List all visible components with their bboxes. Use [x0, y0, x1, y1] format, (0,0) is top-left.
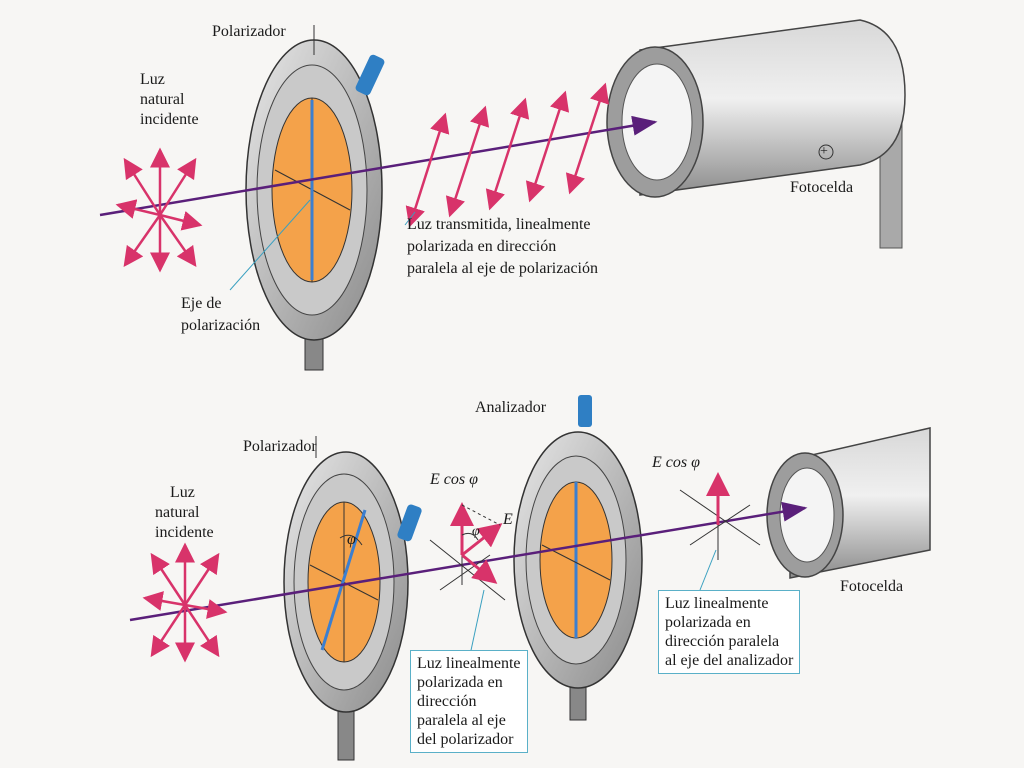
top-photocell-label: Fotocelda [790, 179, 854, 196]
e-vector-arrow [461, 523, 503, 557]
top-axis-label-2: polarización [181, 317, 261, 334]
top-polarizer-disk [245, 25, 385, 371]
bottom-incident-light-label-2: natural [155, 504, 200, 521]
bottom-light-beam [129, 501, 808, 622]
top-transmitted-label-3: paralela al eje de polarización [407, 260, 598, 277]
analyzer-label: Analizador [475, 399, 547, 416]
bottom-after-polarizer-leader [469, 589, 485, 656]
bottom-after-analyzer-leader [699, 549, 717, 591]
top-unpolarized-light-icon [115, 147, 203, 273]
bottom-polarizer-label: Polarizador [243, 438, 317, 455]
mid-phi-arc-icon [461, 532, 479, 541]
mid-phi-symbol: φ [472, 524, 480, 539]
top-photocell-opening [621, 63, 693, 181]
after-analyzer-line-2: polarizada en [665, 614, 751, 631]
bottom-incident-light-label-3: incidente [155, 524, 214, 541]
after-analyzer-callout: Luz linealmente polarizada en dirección … [658, 590, 801, 674]
analyzer-disk [513, 395, 643, 721]
mid-axis-line-1 [429, 539, 506, 601]
after-polarizer-line-4: paralela al eje [417, 712, 506, 729]
analyzer-handle [578, 395, 592, 427]
e-vector-label: E [503, 511, 513, 528]
projection-dashed-line [461, 504, 501, 526]
top-axis-leader [229, 199, 311, 291]
top-axis-label-1: Eje de [181, 295, 222, 312]
phi-arc-icon [339, 534, 363, 546]
bottom-incident-light-label-1: Luz [170, 484, 195, 501]
bottom-polarizer-handle [397, 504, 422, 542]
after-polarizer-line-3: dirección [417, 693, 477, 710]
top-polarizer-label: Polarizador [212, 23, 286, 40]
top-incident-light-label-1: Luz [140, 71, 165, 88]
plus-terminal-icon [818, 144, 834, 160]
top-incident-light-label-2: natural [140, 91, 185, 108]
bottom-photocell [766, 427, 931, 579]
top-polarized-wave-arrows [405, 82, 610, 228]
mid-e-cos-phi-label: E cos φ [430, 471, 478, 488]
plus-terminal-sign: + [820, 144, 828, 159]
e-sin-phi-component-arrow [461, 553, 498, 584]
right-e-cos-phi-label: E cos φ [652, 454, 700, 471]
top-transmitted-label-1: Luz transmitida, linealmente [407, 216, 591, 233]
after-analyzer-line-4: al eje del analizador [665, 652, 794, 669]
bottom-polarizer-axis [320, 509, 367, 651]
after-polarizer-line-2: polarizada en [417, 674, 503, 691]
bottom-unpolarized-light-icon [142, 542, 228, 663]
top-photocell [606, 19, 906, 249]
bottom-photocell-opening [779, 467, 835, 563]
bottom-polarizer-disk [283, 451, 422, 761]
right-axis-line-1 [679, 489, 761, 546]
top-transmitted-label-2: polarizada en dirección [407, 238, 557, 255]
after-analyzer-line-1: Luz linealmente [665, 595, 769, 612]
top-photocell-body [639, 19, 906, 196]
top-polarizer-handle [355, 54, 385, 96]
bottom-phi-symbol: φ [347, 531, 356, 548]
top-transmitted-leader [404, 211, 416, 226]
after-polarizer-callout: Luz linealmente polarizada en dirección … [410, 650, 528, 753]
mid-vector-decomposition [429, 502, 506, 601]
bottom-photocell-label: Fotocelda [840, 578, 904, 595]
after-polarizer-line-1: Luz linealmente [417, 655, 521, 672]
after-analyzer-line-3: dirección paralela [665, 633, 780, 650]
right-axis-line-3 [689, 504, 751, 546]
after-polarizer-line-5: del polarizador [417, 731, 514, 748]
top-incident-light-label-3: incidente [140, 111, 199, 128]
right-vector [679, 472, 761, 560]
